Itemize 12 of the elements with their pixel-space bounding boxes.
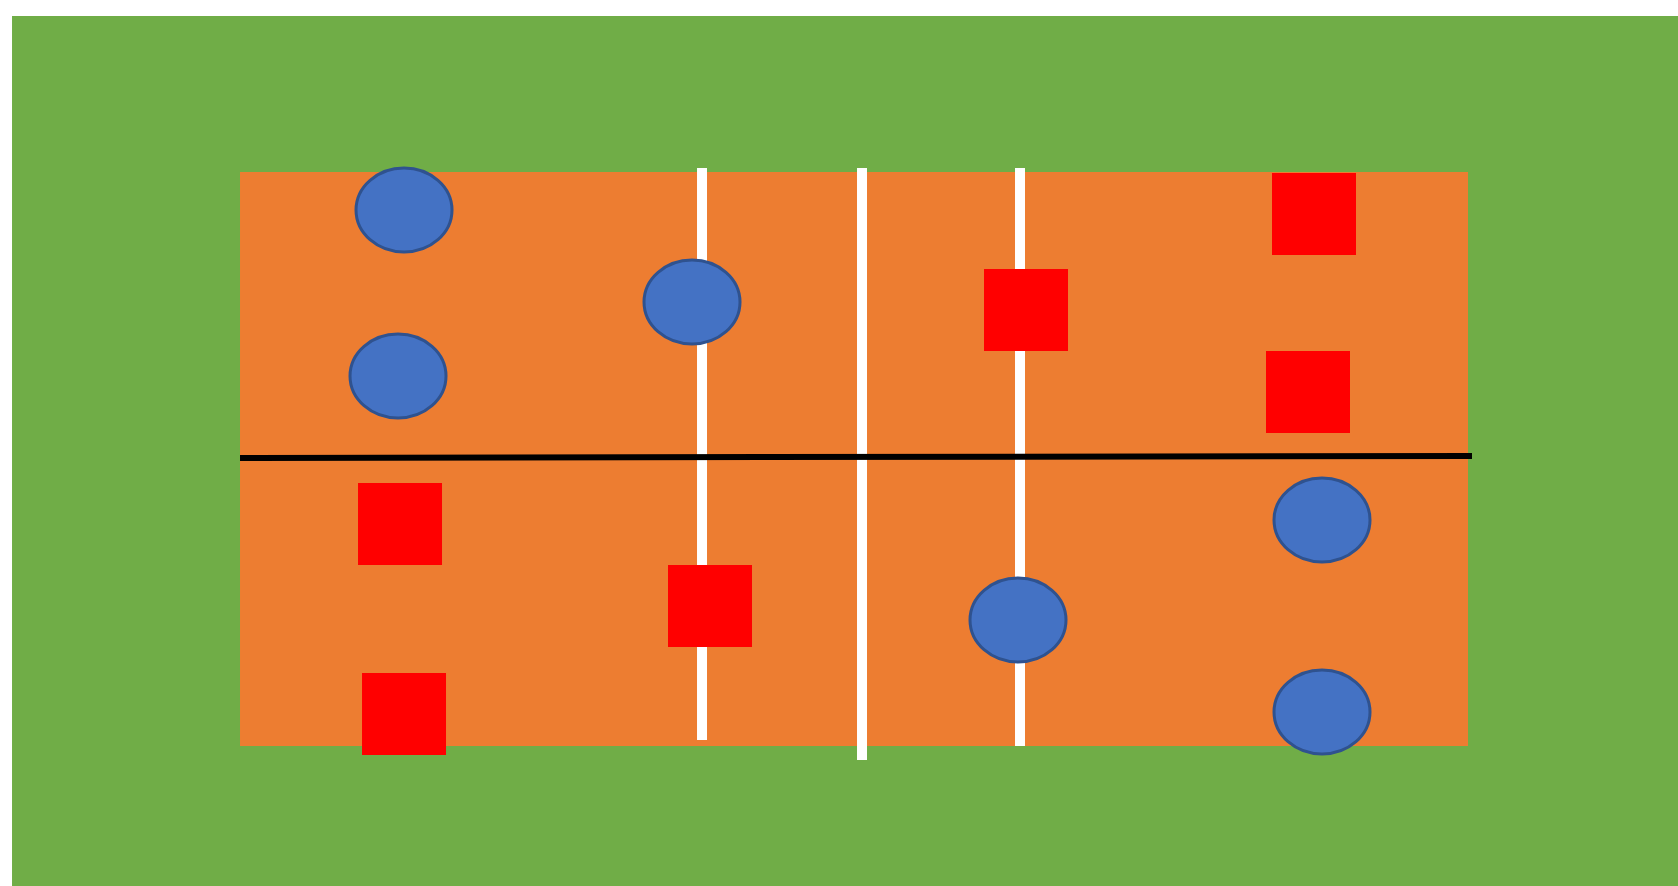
- circle-marker: [348, 332, 448, 420]
- square-marker: [984, 268, 1068, 351]
- circle-marker: [968, 576, 1068, 664]
- circle-marker: [1272, 476, 1372, 564]
- square-marker: [362, 672, 446, 755]
- square-marker: [668, 564, 752, 647]
- square-marker: [1266, 350, 1350, 433]
- circle-marker: [354, 166, 454, 254]
- square-marker: [1272, 172, 1356, 255]
- square-marker: [358, 482, 442, 565]
- circle-marker: [642, 258, 742, 346]
- circle-marker: [1272, 668, 1372, 756]
